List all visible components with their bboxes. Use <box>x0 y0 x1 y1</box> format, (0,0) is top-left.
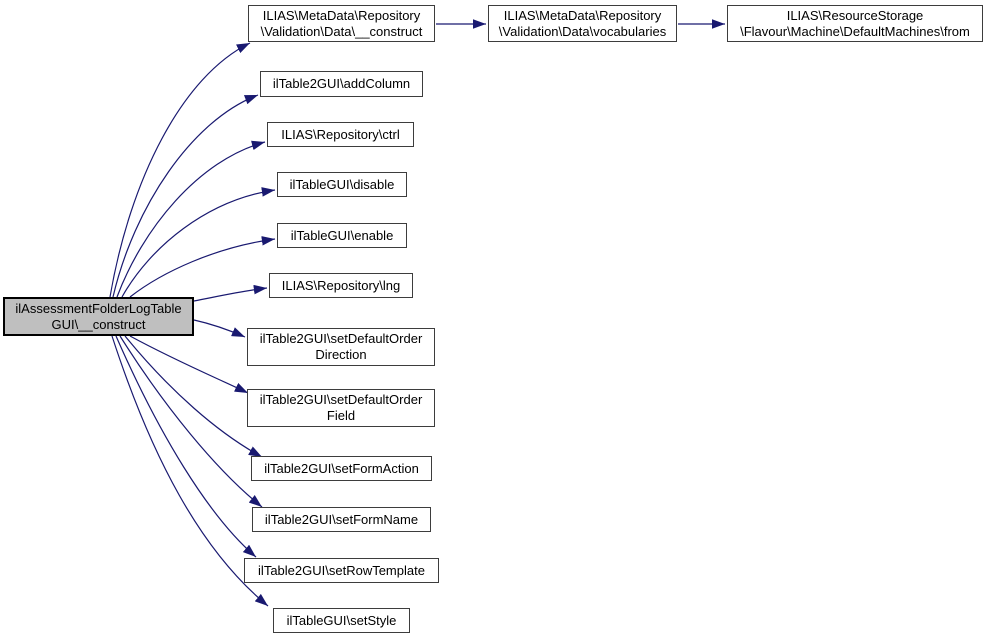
graph-node-label: ilTable2GUI\setDefaultOrder <box>259 392 423 407</box>
graph-node-label: ilTable2GUI\setRowTemplate <box>258 562 425 578</box>
graph-node-set-form-action[interactable]: ilTable2GUI\setFormAction <box>251 456 432 481</box>
graph-node-disable[interactable]: ilTableGUI\disable <box>277 172 407 197</box>
call-edge-main-to-lng <box>193 284 268 302</box>
graph-node-lng[interactable]: ILIAS\Repository\lng <box>269 273 413 298</box>
call-edge-main-to-metadata-construct <box>109 42 251 298</box>
graph-node-set-style[interactable]: ilTableGUI\setStyle <box>273 608 410 633</box>
call-edge-main-to-disable <box>121 187 276 298</box>
graph-node-default-machines-from[interactable]: ILIAS\ResourceStorage\Flavour\Machine\De… <box>727 5 983 42</box>
graph-node-label: ilTableGUI\setStyle <box>286 612 397 628</box>
graph-node-set-row-template[interactable]: ilTable2GUI\setRowTemplate <box>244 558 439 583</box>
graph-node-enable[interactable]: ilTableGUI\enable <box>277 223 407 248</box>
graph-node-label: ILIAS\MetaData\Repository <box>262 7 421 23</box>
graph-node-vocabularies[interactable]: ILIAS\MetaData\Repository\Validation\Dat… <box>488 5 677 42</box>
graph-node-label: ILIAS\Repository\lng <box>281 277 401 293</box>
call-edge-main-to-ctrl <box>116 140 266 298</box>
graph-node-label: Direction <box>315 347 367 362</box>
call-edge-main-to-set-style <box>111 335 269 607</box>
graph-node-label: \Validation\Data\vocabularies <box>498 23 667 39</box>
graph-node-metadata-construct[interactable]: ILIAS\MetaData\Repository\Validation\Dat… <box>248 5 435 42</box>
graph-node-label: \Validation\Data\__construct <box>260 23 423 39</box>
graph-node-label: ilTable2GUI\setFormAction <box>264 460 419 476</box>
call-edge-main-to-set-form-name <box>119 335 263 508</box>
call-edge-main-to-set-row-template <box>115 335 257 558</box>
graph-node-label: ilTable2GUI\setDefaultOrder <box>259 331 423 346</box>
call-edge-main-to-enable <box>129 236 276 298</box>
call-edge-main-to-add-column <box>112 94 259 298</box>
graph-node-label: GUI\__construct <box>51 316 146 332</box>
call-edge-main-to-set-default-order-field <box>129 335 249 394</box>
graph-node-label: ilAssessmentFolderLogTable <box>15 300 182 316</box>
graph-node-label: ilTableGUI\disable <box>289 176 395 192</box>
graph-node-set-form-name[interactable]: ilTable2GUI\setFormName <box>252 507 431 532</box>
graph-node-ctrl[interactable]: ILIAS\Repository\ctrl <box>267 122 414 147</box>
graph-node-label: ilTable2GUI\addColumn <box>272 76 411 91</box>
graph-node-label: ILIAS\MetaData\Repository <box>503 7 662 23</box>
graph-node-label: \Flavour\Machine\DefaultMachines\from <box>740 23 970 39</box>
call-edge-main-to-set-form-action <box>124 335 263 458</box>
graph-node-label: ilTableGUI\enable <box>290 227 394 243</box>
graph-node-label: ILIAS\Repository\ctrl <box>281 126 400 142</box>
graph-node-label: Field <box>326 408 356 423</box>
call-edge-main-to-set-default-order-direction <box>193 319 246 338</box>
graph-node-label: ILIAS\ResourceStorage <box>786 7 924 23</box>
graph-node-add-column[interactable]: ilTable2GUI\addColumn <box>260 71 423 97</box>
graph-node-label: ilTable2GUI\setFormName <box>264 511 419 527</box>
